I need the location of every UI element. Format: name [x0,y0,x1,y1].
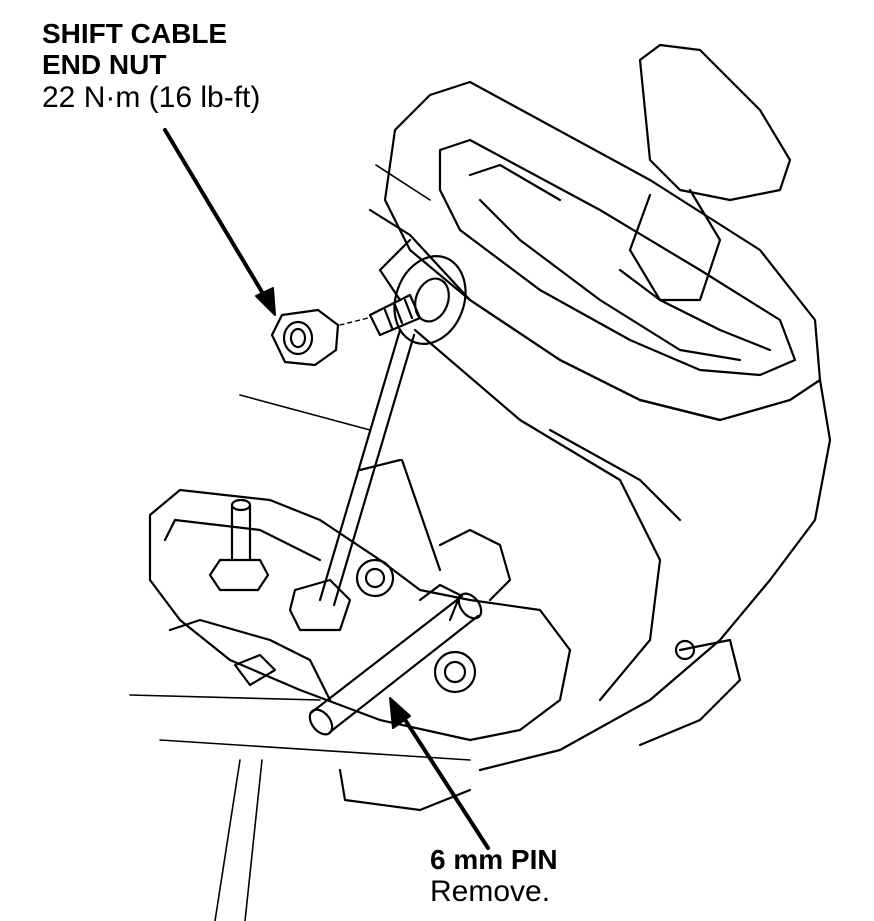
pin-action: Remove. [430,875,551,909]
pin-name: 6 mm PIN [430,844,558,875]
pin-leader-arrowhead [389,697,411,729]
console-body [338,208,832,812]
lower-bracket [148,488,572,742]
leader-arrows [163,128,490,850]
pin-leader-line [398,710,490,850]
shift-cable-end-nut-callout: SHIFT CABLE END NUT 22 N·m (16 lb-ft) [42,18,260,114]
torque-spec: 22 N·m (16 lb-ft) [42,80,261,114]
callout-title-line2: END NUT [42,49,167,81]
callout-title-line1: SHIFT CABLE [42,18,228,49]
six-mm-pin-drawing [308,592,483,736]
background-lines [129,164,471,921]
nut-leader-arrowhead [255,287,276,316]
shift-lever-housing [383,43,822,422]
shift-cable-end-nut-drawing [270,308,369,367]
pin-callout: 6 mm PIN Remove. [430,844,558,909]
nut-leader-line [163,128,270,304]
shift-cable-rod [318,255,467,607]
